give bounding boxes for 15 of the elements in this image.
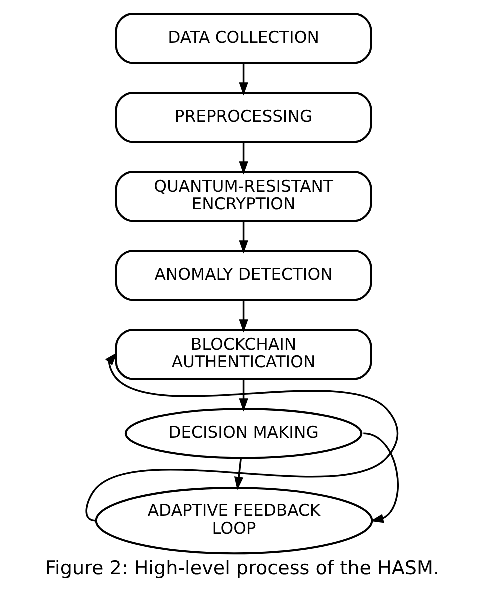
arrow [238, 221, 248, 254]
arrow [238, 142, 248, 175]
arrow [238, 63, 248, 96]
caption: Figure 2: High-level process of the HASM. [44, 557, 440, 580]
node-box: DATA COLLECTION [114, 13, 372, 64]
node-box: PREPROCESSING [114, 92, 372, 144]
arrow [238, 300, 248, 333]
node-ellipse: ADAPTIVE FEEDBACK LOOP [94, 487, 373, 555]
node-box: ANOMALY DETECTION [114, 250, 372, 302]
node-box: QUANTUM-RESISTANT ENCRYPTION [114, 171, 372, 222]
arrow [234, 458, 244, 490]
node-box: BLOCKCHAIN AUTHENTICATION [114, 329, 372, 380]
node-ellipse: DECISION MAKING [124, 408, 362, 460]
arrow [238, 379, 248, 412]
arrow [363, 432, 398, 524]
